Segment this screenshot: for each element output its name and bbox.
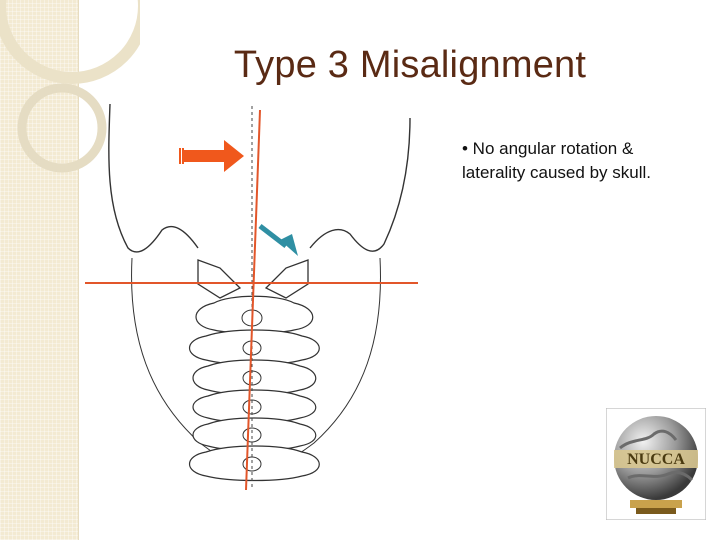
globe-logo-icon: NUCCA [606,408,706,520]
bullet-text: • No angular rotation & laterality cause… [462,139,651,182]
decorative-rings [0,0,140,173]
arrow-right-icon [179,140,244,172]
logo-text: NUCCA [627,451,685,468]
cervical-spine-diagram [85,103,418,491]
slide-title: Type 3 Misalignment [233,44,587,86]
arrow-diagonal-icon [258,224,298,256]
